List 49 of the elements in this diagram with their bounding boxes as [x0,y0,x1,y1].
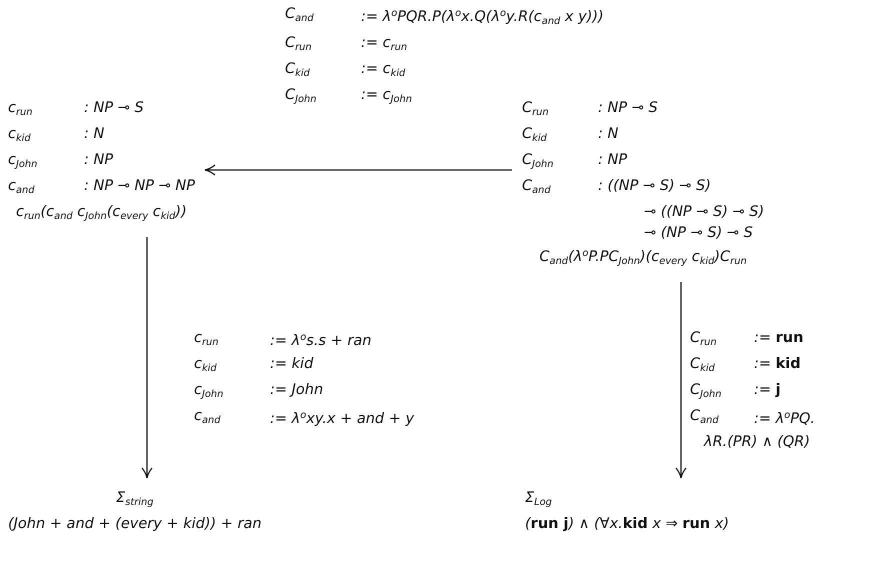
formula: C$_{run}$ [285,34,312,55]
formula: := run [754,329,804,348]
formula: C$_{run}$ [690,329,717,350]
formula: : NP ⊸ NP ⊸ NP [84,176,196,196]
formula: (run j) ∧ (∀x.kid x ⇒ run x) [525,514,729,534]
formula: C$_{kid}$ [522,124,547,146]
formula: : ((NP ⊸ S) ⊸ S) [598,176,711,196]
formula: C$_{kid}$ [690,354,715,376]
formula: : NP [84,150,114,170]
formula: C$_{and}$ [690,406,719,428]
formula: c$_{and}$ [8,176,35,198]
formula: λR.(PR) ∧ (QR) [702,432,810,452]
formula: ⊸ (NP ⊸ S) ⊸ S [643,224,753,243]
formula: C$_{kid}$ [285,60,310,81]
formula: := λ$^{o}$PQ. [754,408,816,429]
formula: c$_{run}$(c$_{and}$ c$_{John}$(c$_{every}$ c$_{kid}$)) [15,202,187,224]
formula: c$_{John}$ [8,150,38,172]
formula: C$_{and}$ [285,5,314,26]
formula: c$_{and}$ [194,406,221,428]
formula: C$_{and}$(λ$^{o}$P.PC$_{John}$)(c$_{every}$ c$_{kid}$)C$_{run}$ [539,246,747,269]
formula: := c$_{John}$ [361,86,412,107]
formula: C$_{John}$ [522,150,554,172]
formula: Σ$_{Log}$ [525,489,552,510]
formula: ⊸ ((NP ⊸ S) ⊸ S) [643,202,764,222]
formula: := kid [270,354,314,374]
formula: c$_{kid}$ [8,124,31,146]
formula: := λ$^{o}$PQR.P(λ$^{o}$x.Q(λ$^{o}$y.R(c$_{and}$ x y))) [361,7,604,29]
formula: : N [84,124,104,144]
formula: c$_{run}$ [8,99,33,120]
formula: (John + and + (every + kid)) + ran [8,514,262,534]
formula: := c$_{kid}$ [361,60,406,81]
formula: C$_{John}$ [285,86,317,107]
formula: : N [598,124,618,144]
formula: c$_{John}$ [194,380,224,402]
formula: := John [270,380,324,400]
formula: Σ$_{string}$ [116,489,154,510]
formula: := c$_{run}$ [361,34,408,55]
formula: : NP ⊸ S [598,99,658,118]
formula: C$_{John}$ [690,380,722,402]
formula: c$_{kid}$ [194,354,217,376]
formula: c$_{run}$ [194,329,219,350]
formula: C$_{run}$ [522,99,549,120]
formula: := kid [754,354,801,374]
formula: C$_{and}$ [522,176,551,198]
formula: := j [754,380,781,400]
formula: : NP [598,150,628,170]
formula: := λ$^{o}$xy.x + and + y [270,408,414,429]
formula: := λ$^{o}$s.s + ran [270,331,372,351]
formula: : NP ⊸ S [84,99,144,118]
